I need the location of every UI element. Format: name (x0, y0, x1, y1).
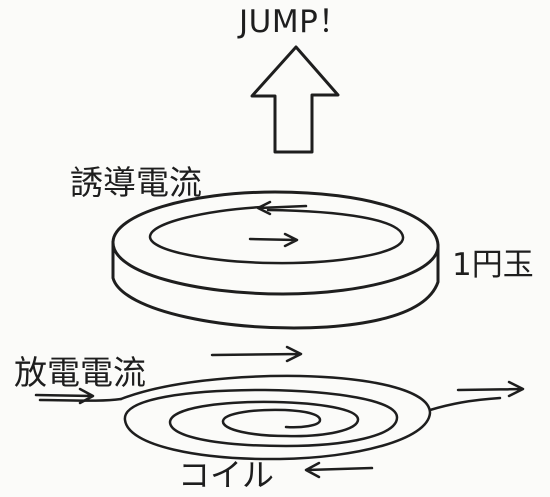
discharge-arrow-left (34, 387, 95, 405)
coil-lead-out (428, 396, 502, 412)
coil-spiral (119, 374, 432, 461)
discharge-arrow-right (456, 380, 525, 398)
discharge-arrow-top (210, 345, 303, 363)
coin-label: 1円玉 (452, 247, 534, 283)
jump-arrow (250, 45, 340, 154)
discharge-current-label: 放電電流 (14, 353, 146, 392)
induced-current-label: 誘導電流 (70, 163, 202, 202)
coin-top (111, 190, 440, 296)
induced-arrow-left (256, 200, 308, 216)
coil-lead-in (38, 397, 123, 402)
coil-label: コイル (178, 456, 275, 494)
discharge-arrow-bottom (304, 461, 374, 479)
jump-label: JUMP！ (239, 4, 350, 40)
coin (111, 190, 440, 330)
induced-arrow-right (248, 232, 299, 248)
coin-body (111, 240, 440, 330)
induced-current-loop (148, 205, 405, 265)
coil (34, 345, 525, 479)
